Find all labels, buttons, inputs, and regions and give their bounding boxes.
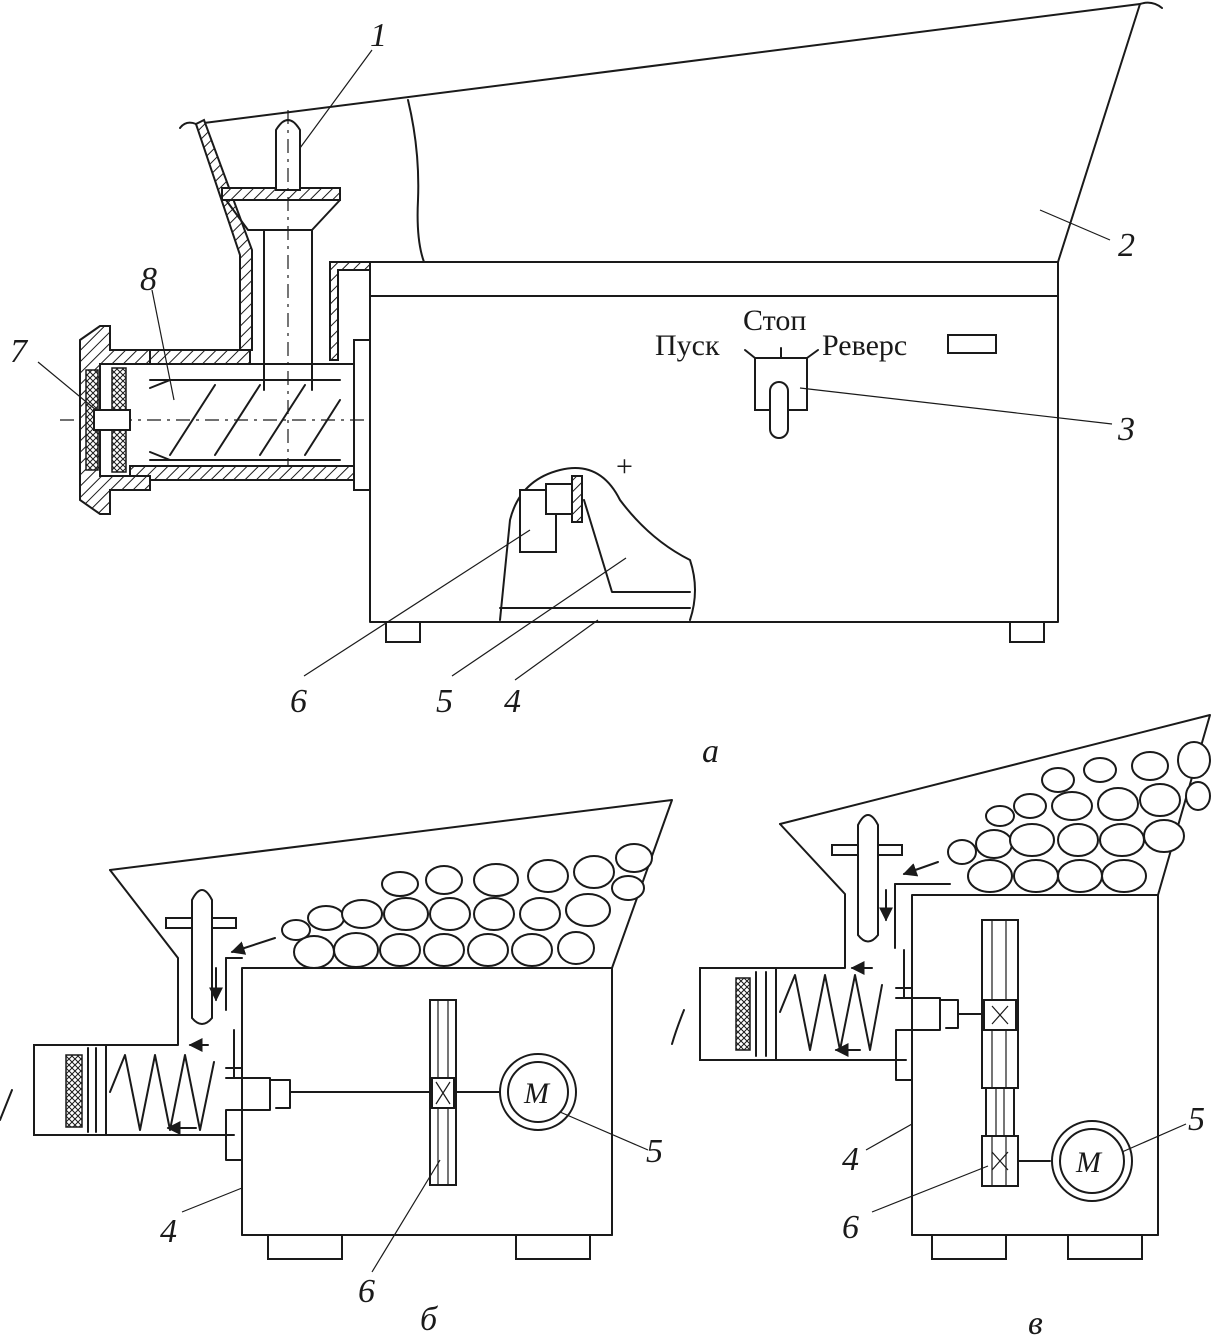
caption-a: а — [702, 733, 719, 770]
callout-4: 4 — [504, 683, 521, 720]
callout-6: 6 — [290, 683, 307, 720]
callout-5: 5 — [436, 683, 453, 720]
callout-2: 2 — [1118, 227, 1135, 264]
view-c: M 4 5 6 в — [671, 714, 1211, 1338]
caption-b: б — [420, 1301, 439, 1338]
tray — [179, 1, 1163, 351]
callout-c-6: 6 — [842, 1209, 859, 1246]
stop-label: Стоп — [743, 304, 806, 337]
view-b: M 4 — [0, 799, 673, 1338]
cutaway: + — [499, 450, 696, 621]
produce-c — [947, 741, 1211, 893]
grinder-neck — [194, 110, 371, 486]
auger-barrel — [60, 325, 370, 515]
produce-b — [281, 843, 653, 969]
callout-b-6: 6 — [358, 1273, 375, 1310]
view-a: + Пуск Стоп Реверс 1 2 3 4 5 — [10, 1, 1163, 770]
plus-mark: + — [616, 450, 633, 483]
callout-8: 8 — [140, 261, 157, 298]
callout-1: 1 — [370, 17, 387, 54]
motor-symbol-c: M — [1075, 1146, 1103, 1179]
callout-c-4: 4 — [842, 1141, 859, 1178]
reverse-label: Реверс — [822, 329, 907, 362]
housing — [353, 261, 1059, 643]
leader-lines-a — [37, 49, 1113, 681]
callout-7: 7 — [10, 333, 29, 370]
caption-c: в — [1028, 1305, 1043, 1338]
motor-symbol-b: M — [523, 1077, 551, 1110]
start-label: Пуск — [655, 329, 720, 362]
control-switch — [744, 334, 997, 439]
callout-b-4: 4 — [160, 1213, 177, 1250]
callout-c-5: 5 — [1188, 1101, 1205, 1138]
callout-b-5: 5 — [646, 1133, 663, 1170]
callout-3: 3 — [1117, 411, 1135, 448]
